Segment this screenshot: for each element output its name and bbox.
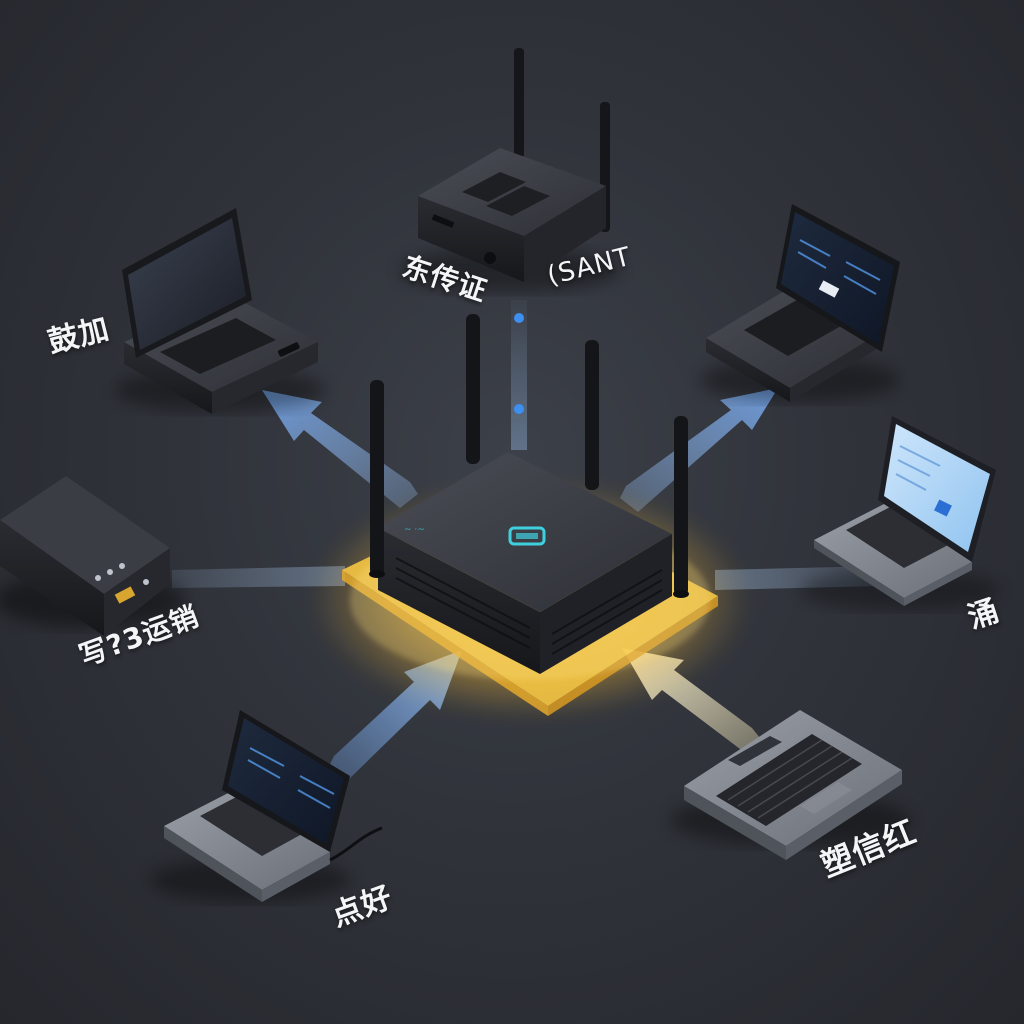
arrow-to-top-right-laptop: [620, 388, 778, 512]
laptop-top-right: [700, 204, 900, 402]
link-to-storage: [172, 566, 345, 588]
antenna: [466, 314, 480, 464]
central-router: ~ ·~: [310, 314, 750, 720]
antenna: [370, 380, 384, 576]
link-dot-upper: [514, 313, 524, 323]
arrow-to-top-left-laptop: [262, 390, 418, 508]
link-dot-lower: [514, 404, 524, 414]
laptop-bottom-right: [670, 710, 910, 860]
antenna: [514, 48, 524, 158]
link-to-top-router: [511, 300, 527, 450]
led-indicator: [508, 526, 546, 546]
antenna: [674, 416, 688, 596]
storage-device: [0, 476, 185, 636]
top-router: [400, 48, 620, 292]
laptop-right: [800, 416, 1000, 610]
antenna: [585, 340, 599, 490]
laptop-top-left: [115, 208, 325, 414]
svg-text:~ ·~: ~ ·~: [404, 525, 425, 535]
laptop-bottom-left: [150, 710, 383, 902]
